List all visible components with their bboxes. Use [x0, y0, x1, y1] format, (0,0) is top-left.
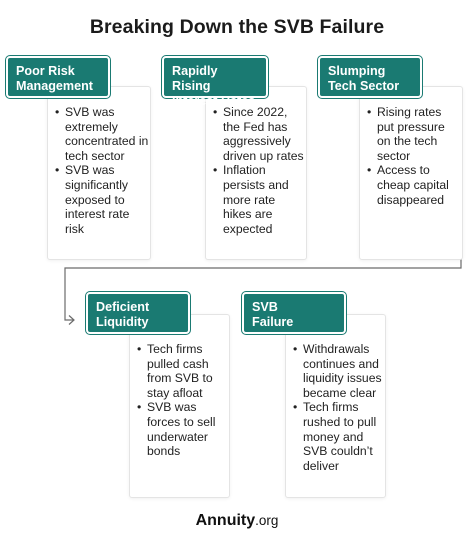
step-label-slumping-tech-sector: Slumping Tech Sector [318, 56, 422, 98]
step-label-deficient-liquidity: Deficient Liquidity [86, 292, 190, 334]
step-bullet: Since 2022, the Fed has aggressively dri… [213, 105, 305, 163]
step-bullet: Rising rates put pressure on the tech se… [367, 105, 461, 163]
step-bullet: SVB was extremely concentrated in tech s… [55, 105, 149, 163]
step-card-poor-risk-management: SVB was extremely concentrated in tech s… [47, 86, 151, 260]
step-card-deficient-liquidity: Tech firms pulled cash from SVB to stay … [129, 314, 230, 498]
brand-logo: Annuity.org [0, 512, 474, 530]
step-bullet: Withdrawals continues and liquidity issu… [293, 342, 384, 400]
step-bullet: Tech firms pulled cash from SVB to stay … [137, 342, 228, 400]
step-bullet: Inflation persists and more rate hikes a… [213, 163, 305, 236]
step-label-poor-risk-management: Poor Risk Management [6, 56, 110, 98]
logo-suffix-text: .org [255, 513, 279, 528]
page-title: Breaking Down the SVB Failure [89, 16, 385, 38]
step-bullet: Tech firms rushed to pull money and SVB … [293, 400, 384, 473]
step-bullet: SVB was forces to sell underwater bonds [137, 400, 228, 458]
step-bullet: SVB was significantly exposed to interes… [55, 163, 149, 236]
logo-brand-text: Annuity [195, 512, 256, 529]
step-label-svb-failure: SVB Failure [242, 292, 346, 334]
step-card-slumping-tech-sector: Rising rates put pressure on the tech se… [359, 86, 463, 260]
step-label-rapidly-rising-interest-rates: Rapidly Rising Interest Rates [162, 56, 268, 108]
step-card-rapidly-rising-interest-rates: Since 2022, the Fed has aggressively dri… [205, 86, 307, 260]
step-bullet: Access to cheap capital disappeared [367, 163, 461, 207]
step-card-svb-failure: Withdrawals continues and liquidity issu… [285, 314, 386, 498]
